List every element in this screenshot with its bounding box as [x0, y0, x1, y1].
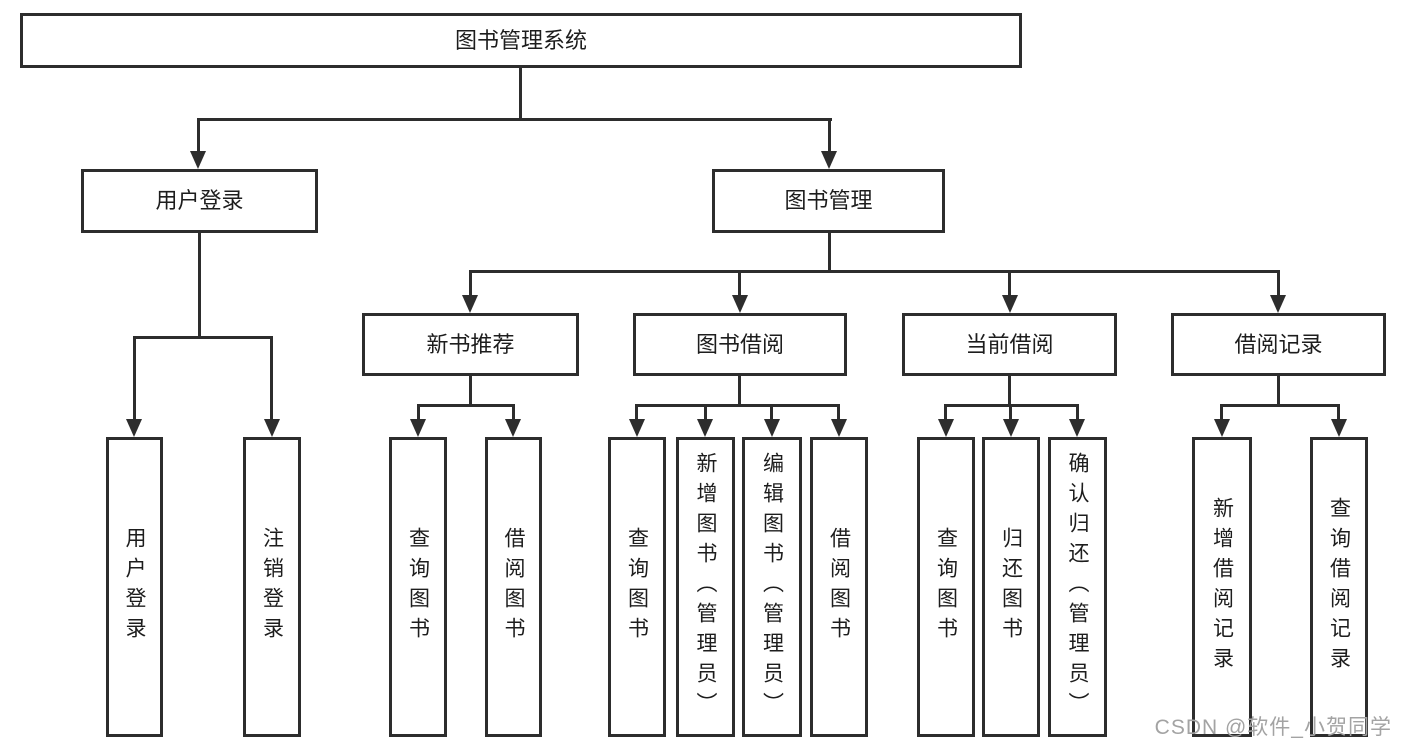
connector-stem	[704, 404, 707, 419]
connector-stem	[828, 118, 831, 154]
leaf-bb-edit-books-admin-label: 编辑图书（管理员）	[760, 452, 784, 722]
arrow-down-icon	[1002, 295, 1018, 313]
leaf-bb-query-books-label: 查询图书	[625, 527, 649, 647]
csdn-watermark: CSDN @软件_小贺同学	[1154, 716, 1392, 739]
connector-stem	[270, 336, 273, 419]
node-borrow-record: 借阅记录	[1171, 313, 1386, 376]
node-new-book-rec: 新书推荐	[362, 313, 579, 376]
connector-vline	[1008, 376, 1011, 407]
arrow-down-icon	[1214, 419, 1230, 437]
connector-stem	[770, 404, 773, 419]
leaf-cb-return-books: 归还图书	[982, 437, 1040, 737]
leaf-nbr-borrow-books-label: 借阅图书	[502, 527, 525, 647]
connector-vline	[519, 68, 522, 121]
node-root: 图书管理系统	[20, 13, 1022, 68]
leaf-logout-label: 注销登录	[260, 527, 284, 647]
connector-stem	[635, 404, 638, 419]
node-new-book-rec-label: 新书推荐	[426, 331, 515, 357]
node-book-mgmt-label: 图书管理	[784, 188, 873, 213]
leaf-br-add-record-label: 新增借阅记录	[1210, 497, 1234, 677]
leaf-bb-query-books: 查询图书	[608, 437, 666, 737]
connector-stem	[1009, 404, 1012, 419]
arrow-down-icon	[264, 419, 280, 437]
node-user-login: 用户登录	[81, 169, 318, 233]
arrow-down-icon	[821, 151, 837, 169]
leaf-cb-confirm-return-admin-label: 确认归还（管理员）	[1066, 452, 1089, 722]
arrow-down-icon	[505, 419, 521, 437]
connector-stem	[512, 404, 515, 419]
leaf-logout: 注销登录	[243, 437, 301, 737]
leaf-br-query-record-label: 查询借阅记录	[1327, 497, 1351, 677]
arrow-down-icon	[732, 295, 748, 313]
arrow-down-icon	[831, 419, 847, 437]
connector-vline	[198, 233, 201, 338]
leaf-nbr-query-books-label: 查询图书	[406, 527, 430, 647]
connector-hline	[1220, 404, 1340, 407]
node-user-login-label: 用户登录	[155, 188, 244, 213]
node-book-mgmt: 图书管理	[712, 169, 945, 233]
connector-stem	[469, 270, 472, 295]
connector-hline	[417, 404, 515, 407]
connector-stem	[1220, 404, 1223, 419]
arrow-down-icon	[629, 419, 645, 437]
connector-stem	[738, 270, 741, 295]
connector-stem	[944, 404, 947, 419]
node-root-label: 图书管理系统	[454, 27, 587, 53]
connector-stem	[1076, 404, 1079, 419]
connector-hline	[133, 336, 273, 339]
connector-hline	[635, 404, 840, 407]
arrow-down-icon	[126, 419, 142, 437]
node-current-borrow-label: 当前借阅	[965, 331, 1054, 357]
leaf-bb-borrow-books-label: 借阅图书	[827, 527, 851, 647]
leaf-nbr-borrow-books: 借阅图书	[485, 437, 542, 737]
connector-vline	[469, 376, 472, 407]
leaf-user-login-label: 用户登录	[123, 527, 146, 647]
connector-vline	[1277, 376, 1280, 407]
leaf-cb-return-books-label: 归还图书	[999, 527, 1023, 647]
node-book-borrow: 图书借阅	[633, 313, 847, 376]
connector-stem	[1337, 404, 1340, 419]
connector-stem	[837, 404, 840, 419]
arrow-down-icon	[1331, 419, 1347, 437]
connector-stem	[197, 118, 200, 154]
connector-stem	[133, 336, 136, 419]
node-current-borrow: 当前借阅	[902, 313, 1117, 376]
arrow-down-icon	[764, 419, 780, 437]
node-borrow-record-label: 借阅记录	[1234, 331, 1323, 357]
leaf-cb-query-books: 查询图书	[917, 437, 975, 737]
arrow-down-icon	[1069, 419, 1085, 437]
leaf-br-query-record: 查询借阅记录	[1310, 437, 1368, 737]
leaf-cb-query-books-label: 查询图书	[934, 527, 958, 647]
arrow-down-icon	[697, 419, 713, 437]
arrow-down-icon	[1270, 295, 1286, 313]
connector-vline	[828, 233, 831, 273]
connector-stem	[417, 404, 420, 419]
leaf-nbr-query-books: 查询图书	[389, 437, 447, 737]
connector-hline	[197, 118, 832, 121]
node-book-borrow-label: 图书借阅	[695, 331, 784, 357]
leaf-bb-edit-books-admin: 编辑图书（管理员）	[742, 437, 802, 737]
leaf-br-add-record: 新增借阅记录	[1192, 437, 1252, 737]
connector-stem	[1008, 270, 1011, 295]
leaf-bb-add-books-admin-label: 新增图书（管理员）	[694, 452, 717, 722]
connector-vline	[738, 376, 741, 407]
leaf-bb-add-books-admin: 新增图书（管理员）	[676, 437, 735, 737]
arrow-down-icon	[938, 419, 954, 437]
arrow-down-icon	[1003, 419, 1019, 437]
arrow-down-icon	[190, 151, 206, 169]
leaf-bb-borrow-books: 借阅图书	[810, 437, 868, 737]
leaf-user-login: 用户登录	[106, 437, 163, 737]
arrow-down-icon	[410, 419, 426, 437]
arrow-down-icon	[462, 295, 478, 313]
leaf-cb-confirm-return-admin: 确认归还（管理员）	[1048, 437, 1107, 737]
connector-hline	[469, 270, 1280, 273]
connector-stem	[1277, 270, 1280, 295]
